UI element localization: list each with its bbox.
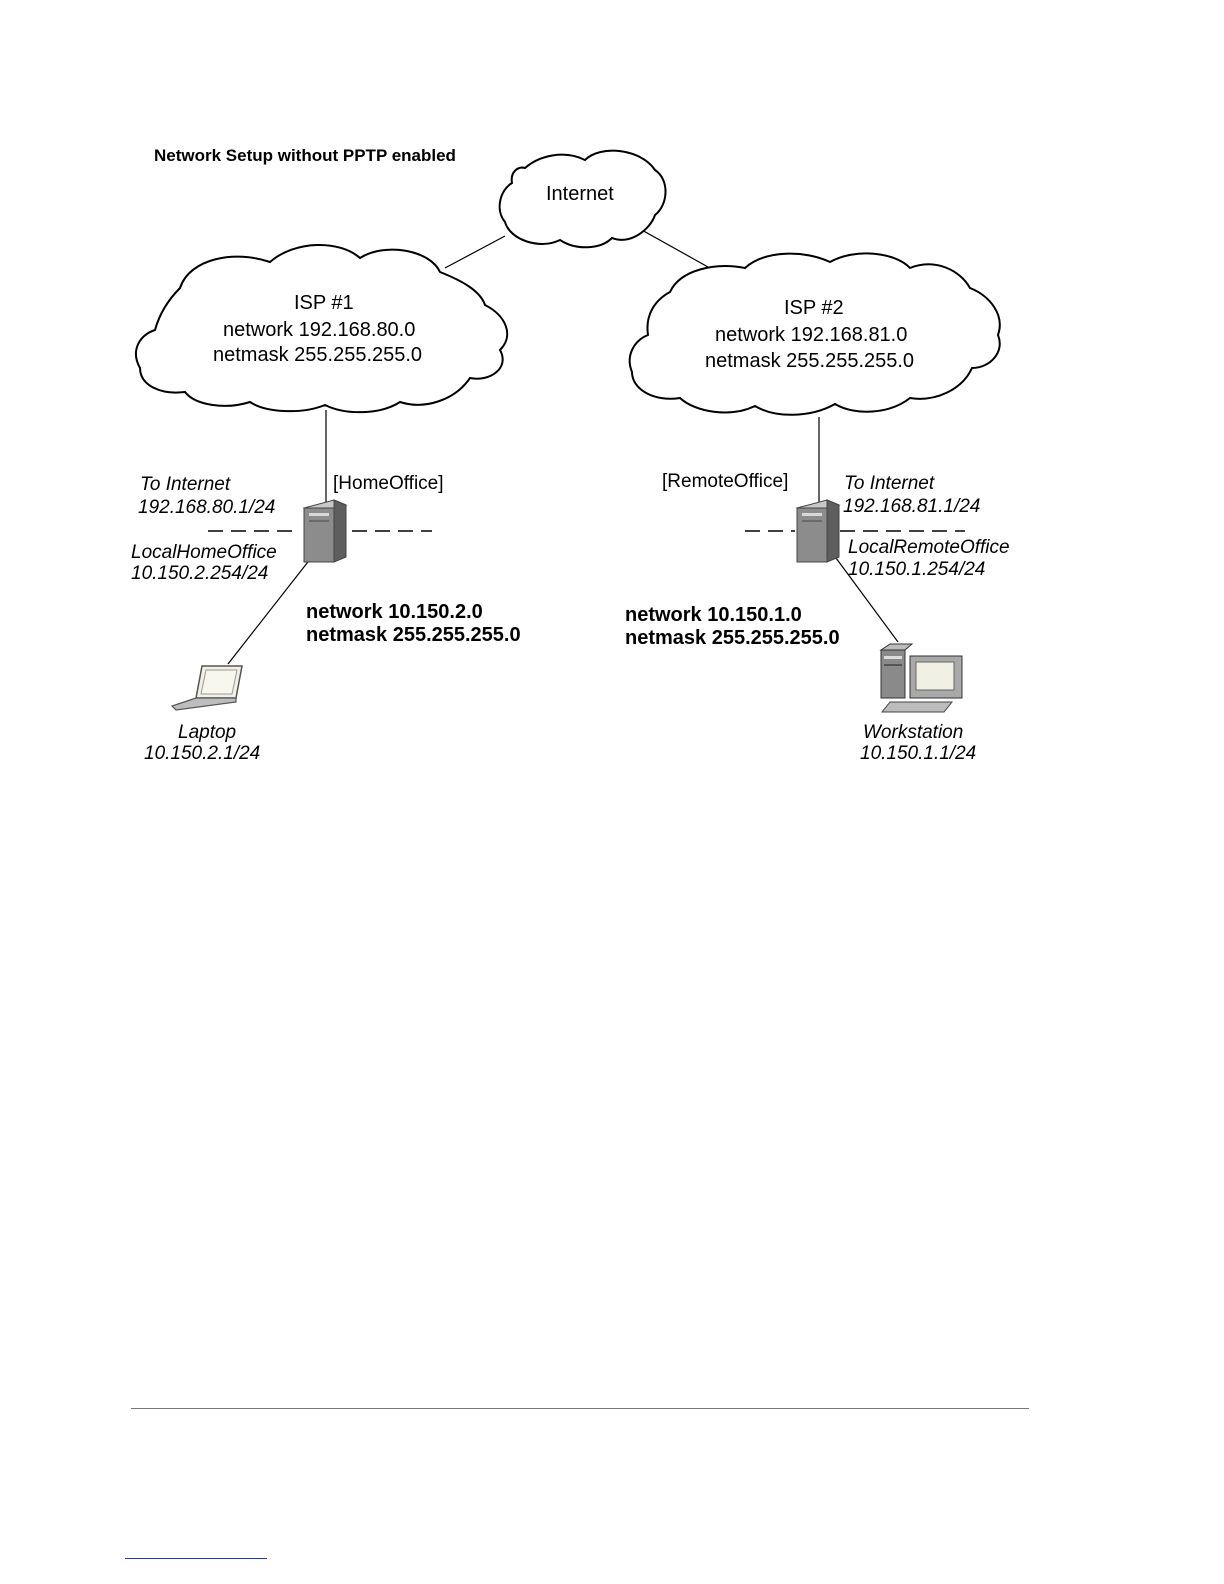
laptop-icon	[170, 665, 243, 711]
link-homeoffice-laptop	[227, 557, 312, 665]
remote-lan-netmask: netmask 255.255.255.0	[625, 627, 840, 649]
remote-office-name: [RemoteOffice]	[662, 471, 789, 492]
remote-external-label: To Internet	[844, 473, 935, 494]
laptop-ip: 10.150.2.1/24	[144, 743, 261, 764]
isp2-name: ISP #2	[784, 297, 844, 319]
remote-lan-network: network 10.150.1.0	[625, 604, 802, 626]
cloud-icon	[498, 149, 667, 249]
home-local-ip: 10.150.2.254/24	[131, 563, 269, 584]
home-office-name: [HomeOffice]	[333, 473, 444, 494]
remote-local-ip: 10.150.1.254/24	[848, 559, 986, 580]
home-external-ip: 192.168.80.1/24	[138, 497, 276, 518]
desktop-computer-icon	[879, 643, 963, 713]
link-remoteoffice-workstation	[835, 557, 899, 643]
isp2-netmask: netmask 255.255.255.0	[705, 350, 915, 372]
home-external-label: To Internet	[140, 474, 231, 495]
page-divider	[131, 1408, 1029, 1409]
isp2-network: network 192.168.81.0	[715, 324, 908, 346]
workstation-label: Workstation	[863, 722, 964, 743]
isp1-network: network 192.168.80.0	[223, 319, 416, 341]
laptop-label: Laptop	[178, 722, 237, 743]
link-isp1-internet	[444, 235, 506, 269]
diagram-title: Network Setup without PPTP enabled	[154, 146, 456, 165]
internet-label: Internet	[546, 183, 614, 205]
cloud-icon	[135, 243, 509, 414]
workstation-ip: 10.150.1.1/24	[860, 743, 977, 764]
server-tower-icon	[302, 499, 348, 563]
remote-external-ip: 192.168.81.1/24	[843, 496, 981, 517]
remote-local-label: LocalRemoteOffice	[848, 537, 1010, 558]
footnote-rule	[125, 1558, 267, 1559]
server-tower-icon	[795, 499, 841, 563]
home-lan-network: network 10.150.2.0	[306, 601, 483, 623]
isp1-name: ISP #1	[294, 292, 354, 314]
isp1-netmask: netmask 255.255.255.0	[213, 344, 423, 366]
cloud-icon	[628, 252, 1001, 416]
home-lan-netmask: netmask 255.255.255.0	[306, 624, 521, 646]
home-local-label: LocalHomeOffice	[131, 542, 277, 563]
